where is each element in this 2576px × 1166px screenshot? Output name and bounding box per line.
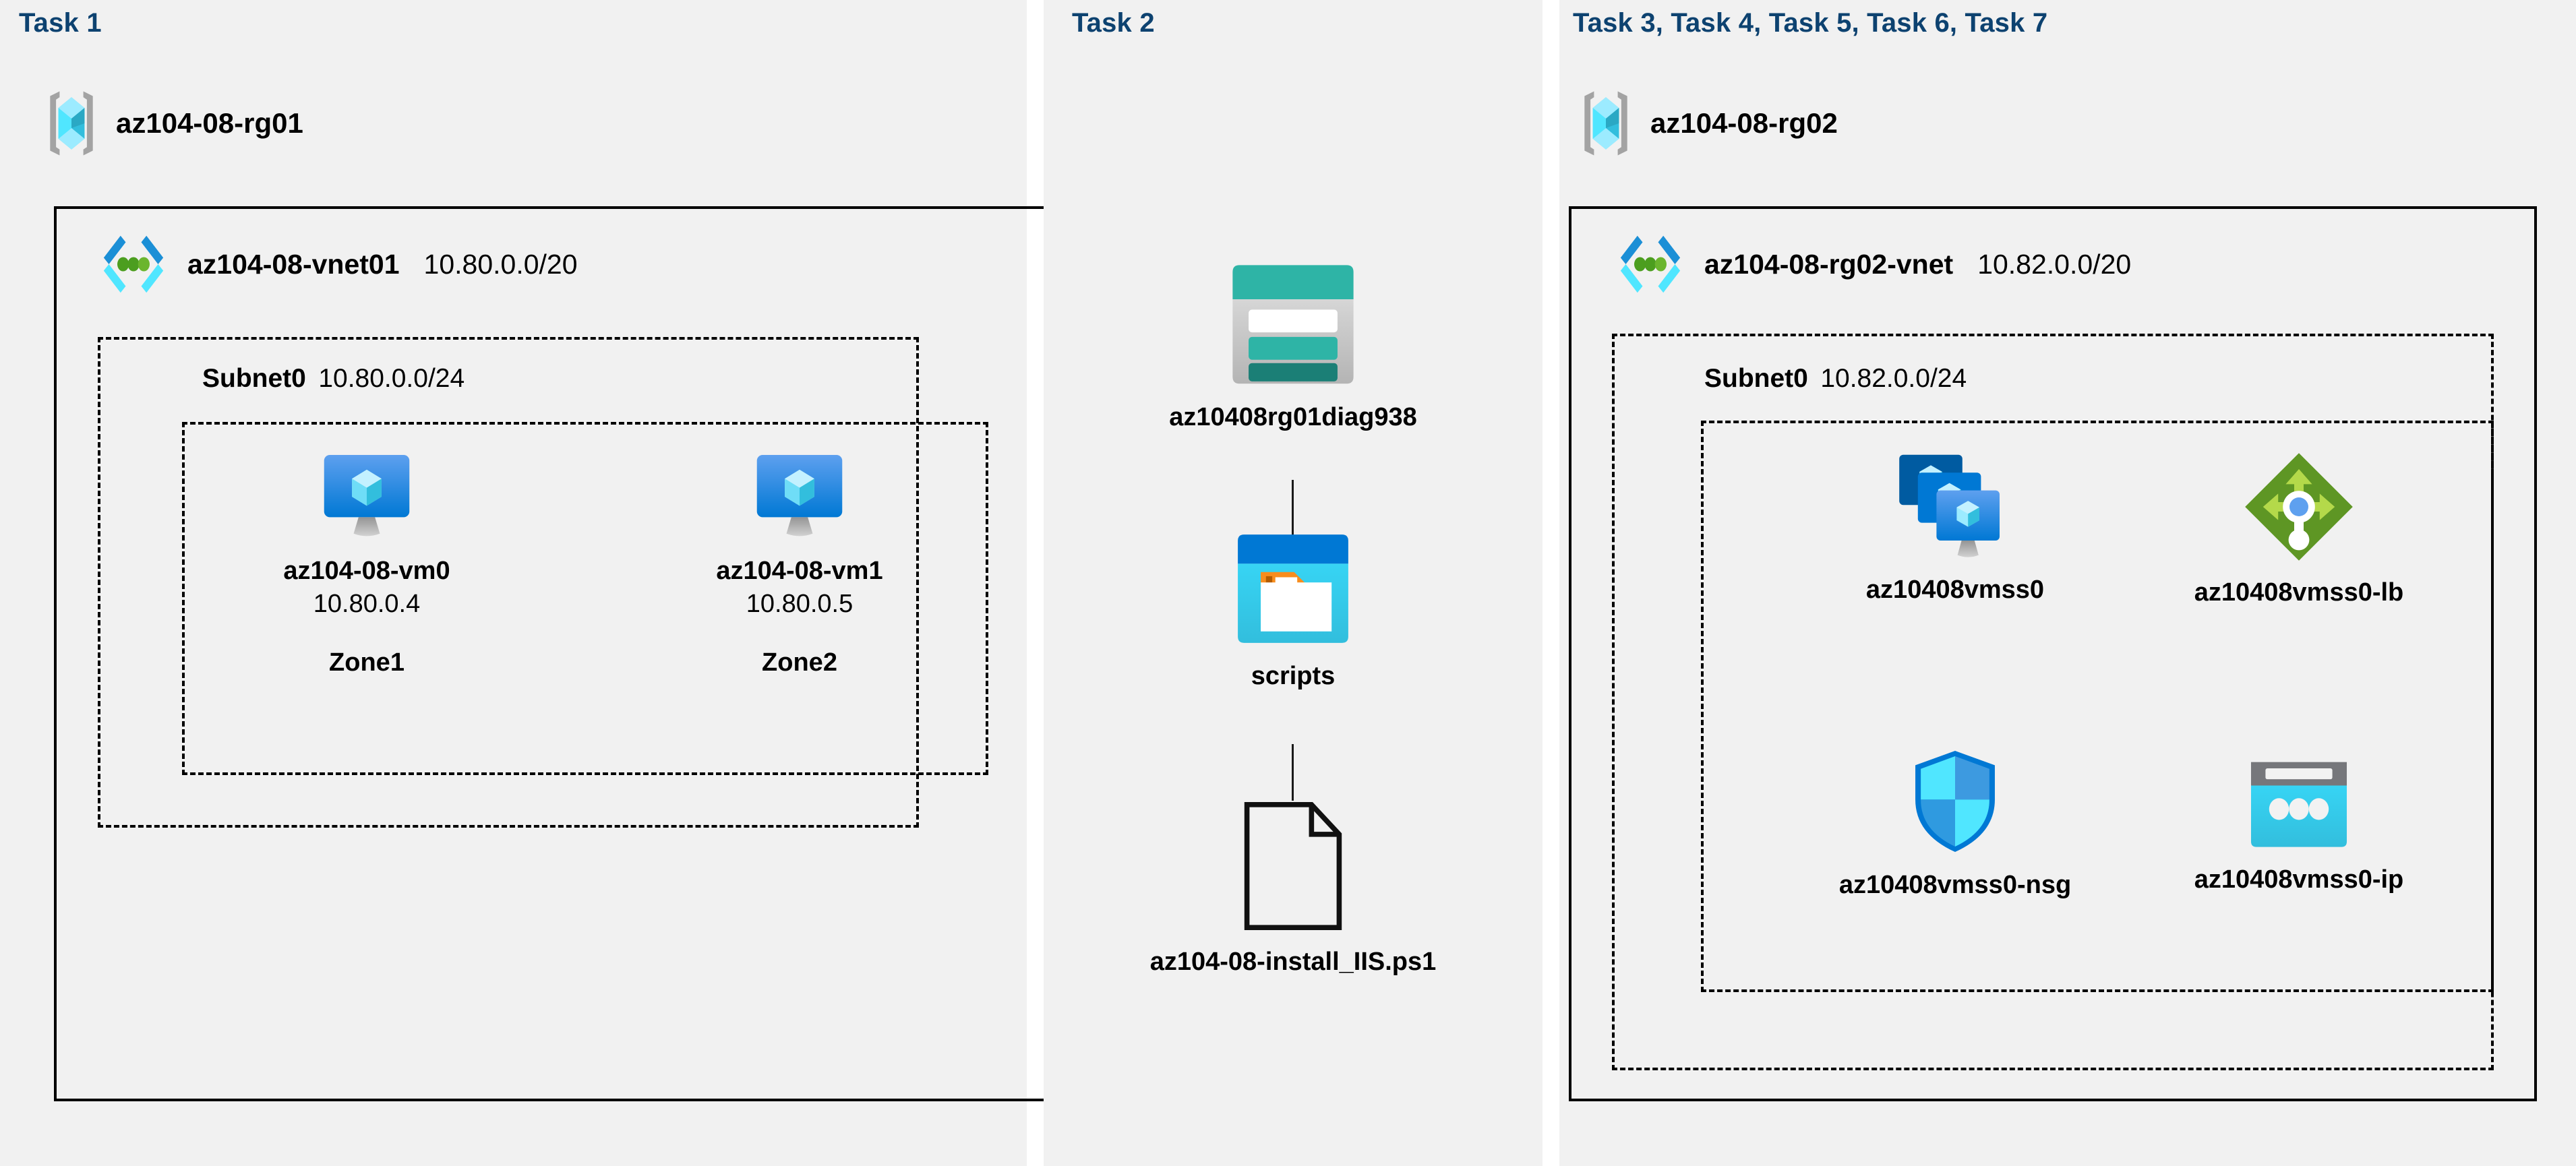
vm1-ip: 10.80.0.5 (746, 590, 853, 618)
vm1-icon-wrap (750, 452, 849, 542)
task3-vnet-header: az104-08-rg02-vnet 10.82.0.0/20 (1611, 232, 2131, 297)
network-security-group-icon (1910, 747, 2000, 856)
task1-subnet-cidr: 10.80.0.0/24 (318, 364, 465, 393)
vmss-node: az10408vmss0 (1814, 452, 2097, 605)
task3-resource-group: az104-08-rg02 (1576, 88, 1838, 159)
vm0-zone: Zone1 (329, 648, 405, 677)
blob-container-icon (1236, 532, 1350, 647)
vmss-name: az10408vmss0 (1865, 576, 2045, 604)
task1-panel (0, 0, 1027, 1166)
storage-account-icon (1230, 263, 1356, 388)
task1-vnet-header: az104-08-vnet01 10.80.0.0/20 (94, 232, 578, 297)
task2-title: Task 2 (1072, 8, 1155, 38)
task3-vnet-name: az104-08-rg02-vnet (1704, 248, 1954, 280)
task1-subnet-name: Subnet0 (202, 364, 306, 393)
storage-account-name: az10408rg01diag938 (1169, 403, 1417, 431)
vm-node-az104-08-vm0: az104-08-vm0 10.80.0.4 Zone1 (266, 452, 468, 677)
task1-vnet-cidr: 10.80.0.0/20 (423, 248, 578, 280)
task1-title: Task 1 (19, 8, 102, 38)
resource-group-icon (42, 88, 101, 159)
load-balancer-node: az10408vmss0-lb (2157, 450, 2440, 607)
load-balancer-name: az10408vmss0-lb (2194, 578, 2404, 607)
nsg-name: az10408vmss0-nsg (1838, 871, 2072, 899)
connector-storage-to-container (1292, 480, 1294, 535)
vm0-ip: 10.80.0.4 (313, 590, 421, 618)
nsg-icon-wrap (1910, 747, 2000, 856)
task3-title: Task 3, Task 4, Task 5, Task 6, Task 7 (1573, 8, 2048, 38)
public-ip-name: az10408vmss0-ip (2194, 865, 2404, 894)
script-file-name: az104-08-install_IIS.ps1 (1149, 948, 1437, 976)
task1-resource-group-label: az104-08-rg01 (116, 107, 303, 139)
script-file-icon (1242, 799, 1344, 933)
vm-scale-set-icon (1894, 452, 2016, 561)
task3-subnet-name: Subnet0 (1704, 364, 1808, 393)
task1-subnet-header: Subnet0 10.80.0.0/24 (202, 364, 465, 394)
task3-resource-group-label: az104-08-rg02 (1650, 107, 1838, 139)
script-file-node: az104-08-install_IIS.ps1 (1077, 799, 1509, 977)
nsg-node: az10408vmss0-nsg (1814, 747, 2097, 900)
task3-subnet-cidr: 10.82.0.0/24 (1820, 364, 1967, 393)
vm1-zone: Zone2 (762, 648, 837, 677)
connector-container-to-file (1292, 744, 1294, 801)
blob-icon-wrap (1236, 532, 1350, 647)
task1-vnet-name: az104-08-vnet01 (187, 248, 400, 280)
task1-resource-group: az104-08-rg01 (42, 88, 303, 159)
virtual-machine-icon (750, 452, 849, 542)
virtual-machine-icon (318, 452, 416, 542)
task1-subnet-box (98, 337, 919, 828)
blob-container-name: scripts (1251, 662, 1336, 690)
virtual-network-icon (1611, 232, 1689, 297)
file-icon-wrap (1242, 799, 1344, 933)
load-balancer-icon (2242, 450, 2356, 563)
blob-container-node: scripts (1077, 532, 1509, 691)
vmss-icon-wrap (1894, 452, 2016, 561)
resource-group-icon (1576, 88, 1636, 159)
public-ip-node: az10408vmss0-ip (2157, 760, 2440, 894)
task3-vnet-box (1569, 206, 2537, 1101)
task3-resources-box (1701, 421, 2494, 992)
vm1-name: az104-08-vm1 (716, 557, 883, 585)
vm0-icon-wrap (318, 452, 416, 542)
virtual-network-icon (94, 232, 173, 297)
ip-icon-wrap (2249, 760, 2349, 851)
public-ip-address-icon (2249, 760, 2349, 851)
vm0-name: az104-08-vm0 (283, 557, 450, 585)
task3-vnet-cidr: 10.82.0.0/20 (1977, 248, 2132, 280)
storage-account-node: az10408rg01diag938 (1077, 263, 1509, 432)
lb-icon-wrap (2242, 450, 2356, 563)
storage-icon-wrap (1230, 263, 1356, 388)
task3-subnet-header: Subnet0 10.82.0.0/24 (1704, 364, 1967, 394)
task3-panel (1559, 0, 2576, 1166)
task1-availability-zones-box (182, 422, 988, 775)
vm-node-az104-08-vm1: az104-08-vm1 10.80.0.5 Zone2 (698, 452, 901, 677)
